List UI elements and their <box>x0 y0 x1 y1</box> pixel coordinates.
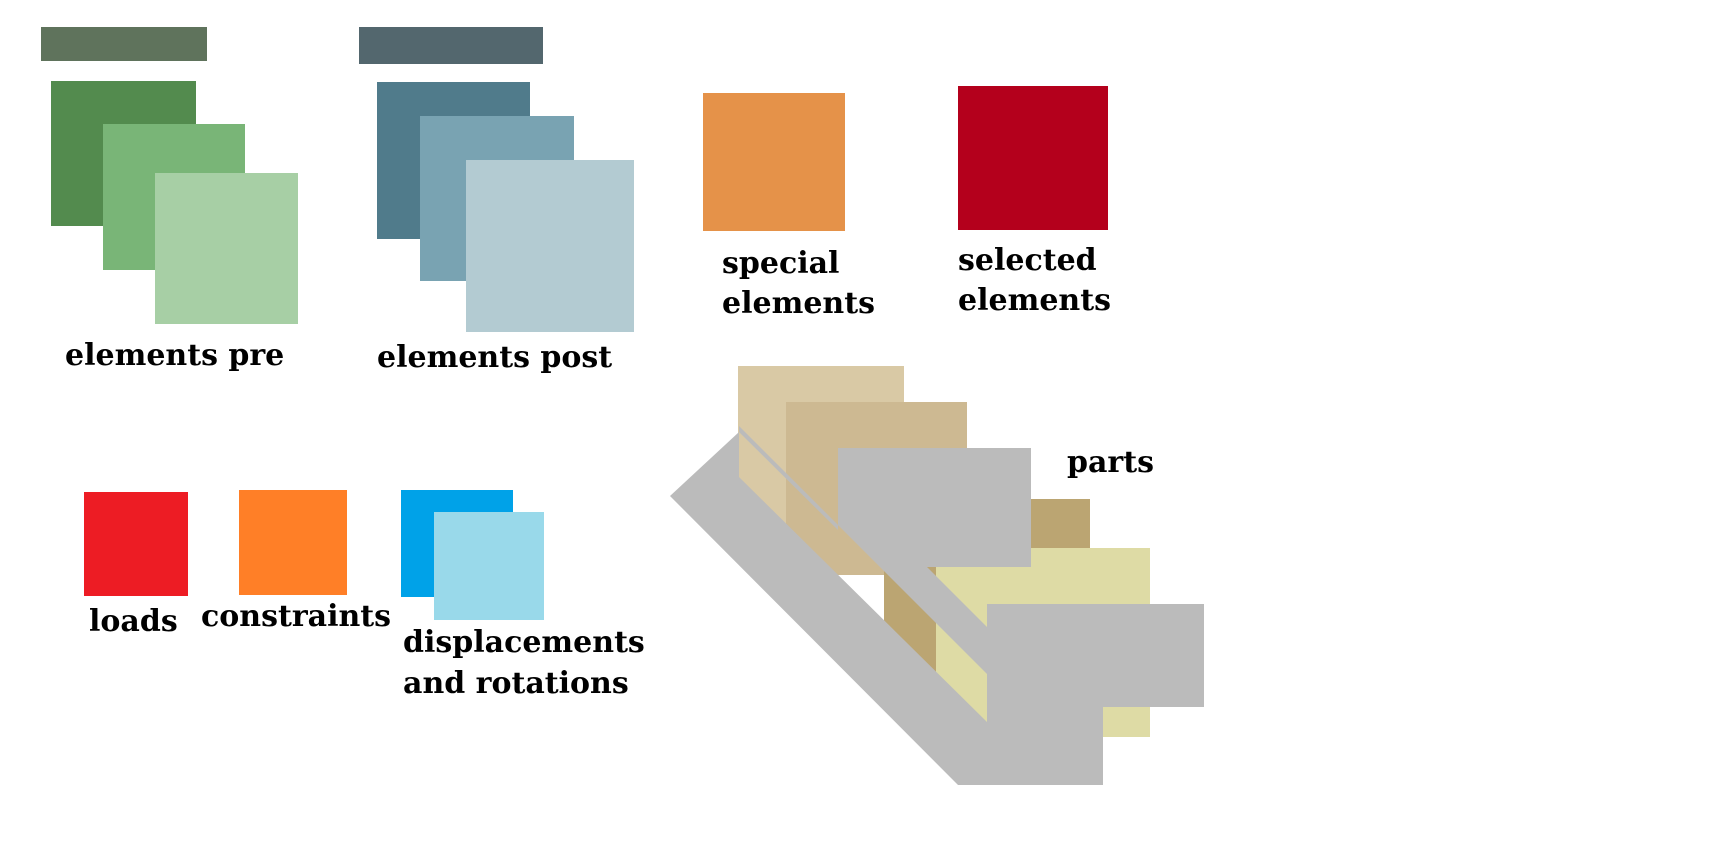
elements-post-swatch-light <box>466 160 634 332</box>
selected-elements-label-line1: selected <box>958 243 1097 278</box>
constraints-swatch <box>239 490 347 595</box>
loads-label: loads <box>89 604 178 639</box>
elements-pre-swatch-light <box>155 173 298 324</box>
special-elements-swatch <box>703 93 845 231</box>
elements-post-header-bar <box>359 27 543 64</box>
parts-grey-overlay <box>670 426 1204 785</box>
displacements-label-line1: displacements <box>403 625 645 660</box>
constraints-label: constraints <box>201 599 392 634</box>
displacements-swatch-light <box>434 512 544 620</box>
elements-pre-header-bar <box>41 27 207 61</box>
selected-elements-label-line2: elements <box>958 283 1111 318</box>
special-elements-label-line2: elements <box>722 286 875 321</box>
displacements-label-line2: and rotations <box>403 666 629 701</box>
special-elements-label-line1: special <box>722 246 840 281</box>
elements-post-label: elements post <box>377 340 613 375</box>
parts-label: parts <box>1067 445 1154 480</box>
selected-elements-swatch <box>958 86 1108 230</box>
loads-swatch <box>84 492 188 596</box>
elements-pre-label: elements pre <box>65 338 285 373</box>
